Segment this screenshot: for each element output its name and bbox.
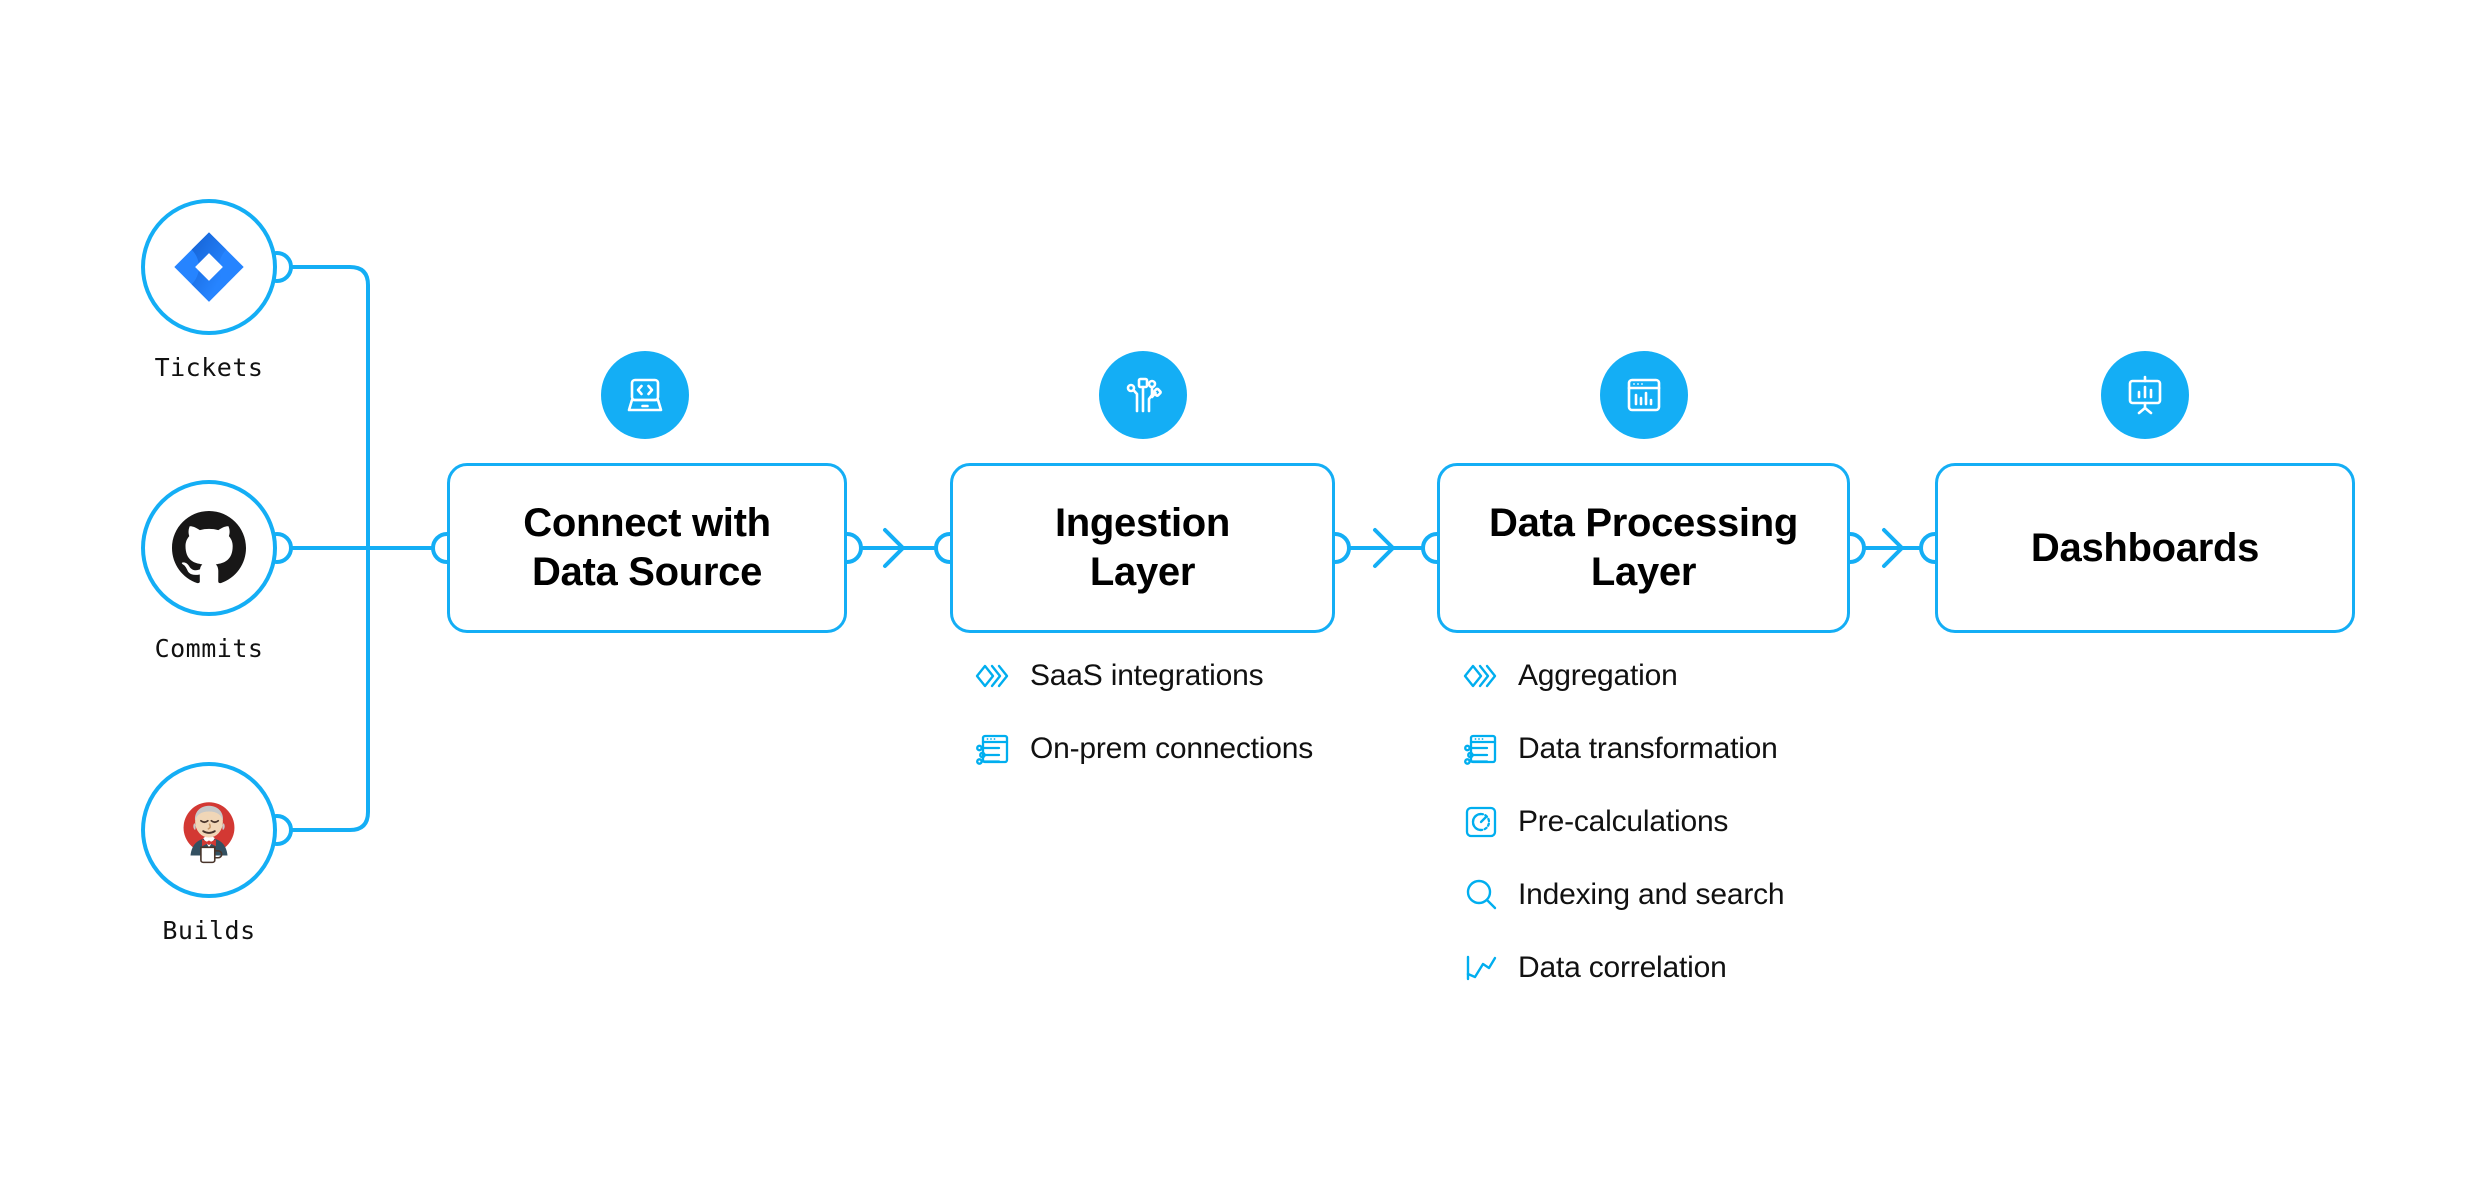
source-label-builds: Builds <box>162 916 256 945</box>
github-logo-icon <box>172 511 246 584</box>
stage-box-connect-with-data-source[interactable]: Connect with Data Source <box>447 463 847 633</box>
browser-sliders-icon <box>975 731 1011 767</box>
source-circle-tickets <box>141 199 277 335</box>
laptop-code-icon <box>627 378 663 412</box>
stage-title-line: Data Processing <box>1489 501 1798 546</box>
jira-logo-icon <box>174 232 244 302</box>
line-chart-icon <box>1463 950 1499 986</box>
arrowhead-1 <box>883 528 905 568</box>
arrowhead-3 <box>1882 528 1904 568</box>
stage-box-data-processing-layer[interactable]: Data Processing Layer <box>1437 463 1850 633</box>
stacked-diamonds-icon <box>975 658 1011 694</box>
feature-label: Data transformation <box>1518 732 1778 765</box>
stage-box-dashboards[interactable]: Dashboards <box>1935 463 2355 633</box>
feature-list-ingestion-layer: SaaS integrations <box>975 653 1313 799</box>
source-label-commits: Commits <box>154 634 264 663</box>
stage-title-connect-with-data-source: Connect with Data Source <box>509 499 785 597</box>
arrowhead-2 <box>1373 528 1395 568</box>
gauge-square-icon <box>1463 804 1499 840</box>
feature-item-on-prem-connections[interactable]: On-prem connections <box>975 726 1313 772</box>
source-node-tickets[interactable]: Tickets <box>141 199 277 382</box>
magnifier-icon <box>1463 877 1499 913</box>
feature-item-data-transformation[interactable]: Data transformation <box>1463 726 1784 772</box>
source-label-tickets: Tickets <box>154 353 264 382</box>
wire-tickets <box>275 265 370 550</box>
feature-item-aggregation[interactable]: Aggregation <box>1463 653 1784 699</box>
stage-title-line: Layer <box>1089 550 1196 594</box>
feature-list-data-processing-layer: Aggregation <box>1463 653 1785 1018</box>
feature-item-saas-integrations[interactable]: SaaS integrations <box>975 653 1313 699</box>
source-node-builds[interactable]: Builds <box>141 762 277 945</box>
circuit-nodes-icon <box>1126 377 1162 413</box>
stage-title-dashboards: Dashboards <box>2017 524 2273 573</box>
stage-title-line: Ingestion <box>1054 501 1231 546</box>
feature-label: On-prem connections <box>1030 732 1314 765</box>
stage-title-line: Layer <box>1590 550 1697 594</box>
feature-label: Pre-calculations <box>1518 805 1729 838</box>
presentation-chart-icon <box>2128 375 2162 415</box>
stage-title-line: Dashboards <box>2030 525 2260 570</box>
stage-title-data-processing-layer: Data Processing Layer <box>1475 499 1812 597</box>
browser-sliders-icon <box>1463 731 1499 767</box>
badge-dashboards <box>2101 351 2189 439</box>
badge-ingestion-layer <box>1099 351 1187 439</box>
badge-connect-with-data-source <box>601 351 689 439</box>
badge-data-processing-layer <box>1600 351 1688 439</box>
feature-label: SaaS integrations <box>1030 659 1264 692</box>
feature-label: Data correlation <box>1518 951 1727 984</box>
source-circle-builds <box>141 762 277 898</box>
feature-label: Aggregation <box>1518 659 1678 692</box>
feature-label: Indexing and search <box>1518 878 1785 911</box>
source-circle-commits <box>141 480 277 616</box>
source-node-commits[interactable]: Commits <box>141 480 277 663</box>
stage-box-ingestion-layer[interactable]: Ingestion Layer <box>950 463 1335 633</box>
feature-item-data-correlation[interactable]: Data correlation <box>1463 945 1784 991</box>
stage-title-line: Connect with <box>523 501 771 546</box>
wire-builds <box>275 546 370 832</box>
stage-title-ingestion-layer: Ingestion Layer <box>1041 499 1244 597</box>
jenkins-logo-icon <box>183 802 235 864</box>
stacked-diamonds-icon <box>1463 658 1499 694</box>
stage-title-line: Data Source <box>531 550 763 594</box>
feature-item-indexing-and-search[interactable]: Indexing and search <box>1463 872 1785 918</box>
browser-barchart-icon <box>1627 378 1661 412</box>
feature-item-pre-calculations[interactable]: Pre-calculations <box>1463 799 1784 845</box>
